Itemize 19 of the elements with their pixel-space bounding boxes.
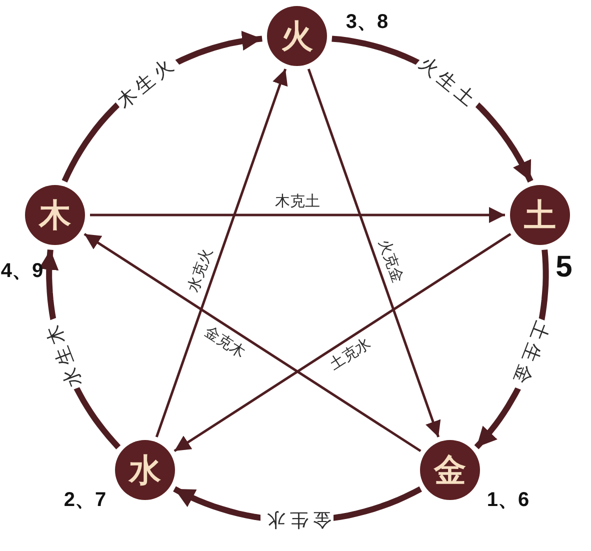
element-character: 火 (281, 20, 313, 52)
element-character: 金 (434, 454, 466, 486)
arrow (84, 232, 422, 452)
edge-label: 木克土 (273, 192, 322, 210)
number-label: 4、9 (0, 260, 44, 282)
edge-label: 金生水 (260, 508, 334, 529)
arrow (174, 232, 512, 452)
number-label: 2、7 (64, 489, 106, 511)
element-character: 木 (39, 199, 71, 231)
element-circle (420, 440, 480, 500)
number-label: 5 (556, 250, 572, 284)
arrow (307, 68, 441, 438)
element-character: 水 (129, 454, 161, 486)
arrow (155, 68, 288, 438)
element-character: 土 (524, 199, 556, 231)
number-label: 3、8 (346, 11, 388, 33)
number-label: 1、6 (486, 489, 530, 511)
element-circle (115, 440, 175, 500)
arrow (90, 207, 505, 223)
